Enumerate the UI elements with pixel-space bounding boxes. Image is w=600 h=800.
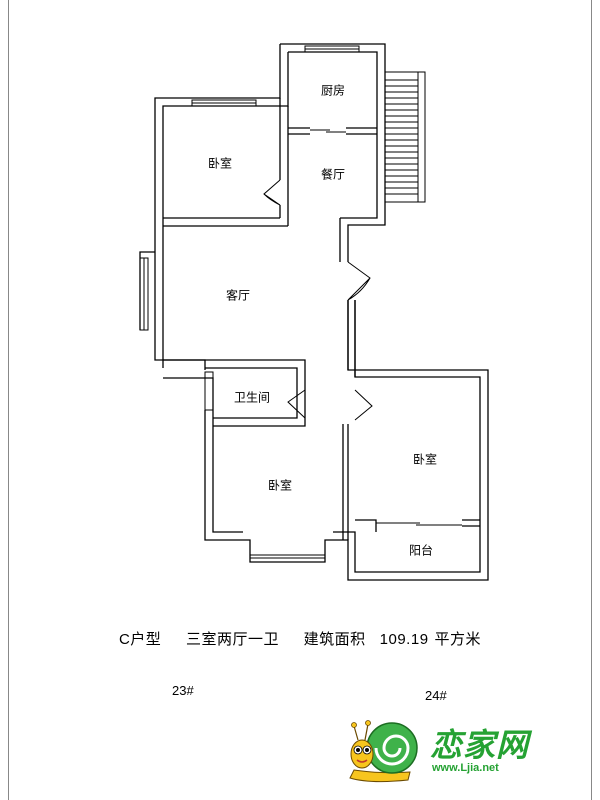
windows: [139, 45, 360, 563]
wall-kitchen-dining: [288, 127, 377, 135]
caption-area: 建筑面积 109.19 平方米: [304, 631, 481, 648]
right-frame-line: [591, 0, 592, 800]
slide-door-kitchen: [310, 129, 346, 133]
room-label-bathroom: 卫生间: [233, 390, 271, 405]
floor-plan: [139, 43, 489, 581]
logo-name: 恋家网: [430, 726, 530, 764]
building-number-right: 24#: [425, 688, 447, 703]
building-number-left: 23#: [172, 683, 194, 698]
sliding-doors: [310, 129, 462, 526]
outer-wall-inner: [162, 51, 481, 573]
door-bathroom: [287, 389, 306, 419]
room-label-living: 客厅: [225, 288, 251, 303]
room-label-balcony: 阳台: [408, 543, 434, 558]
plan-caption: C户型 三室两厅一卫 建筑面积 109.19 平方米: [0, 628, 600, 649]
room-label-bedroom-nw: 卧室: [207, 156, 233, 171]
room-label-dining: 餐厅: [320, 167, 346, 182]
door-bedroom-e: [354, 389, 373, 421]
caption-area-unit: 平方米: [434, 631, 482, 648]
wall-bedroom-nw-bottom: [163, 217, 289, 227]
door-entrance: [347, 261, 371, 301]
railing-frame: [384, 71, 426, 203]
wall-corridor-right: [342, 300, 356, 540]
outer-wall-outer: [139, 43, 489, 581]
room-label-bedroom-e: 卧室: [412, 452, 438, 467]
caption-area-value: 109.19: [379, 631, 429, 648]
window-bathroom: [204, 371, 214, 411]
interior-walls: [163, 98, 480, 540]
balcony-railing: [384, 71, 426, 203]
logo-url: www.Ljia.net: [432, 762, 499, 774]
snail-mascot-icon: [349, 720, 418, 783]
slide-door-balcony: [376, 522, 462, 526]
caption-layout: 三室两厅一卫: [185, 631, 279, 648]
caption-unit-type: C户型: [118, 631, 162, 648]
site-logo: 恋家网 www.Ljia.net: [340, 708, 550, 788]
railing-bars: [385, 79, 418, 195]
door-bedroom-nw: [263, 179, 281, 206]
room-label-kitchen: 厨房: [320, 83, 346, 98]
wall-kitchen-bedroom: [279, 98, 289, 218]
left-frame-line: [8, 0, 9, 800]
wall-bedroom-e-divider: [355, 519, 480, 532]
caption-area-label: 建筑面积: [303, 631, 366, 648]
swing-doors: [263, 179, 373, 421]
room-label-bedroom-s: 卧室: [267, 478, 293, 493]
wall-living-bottom: [163, 359, 306, 427]
